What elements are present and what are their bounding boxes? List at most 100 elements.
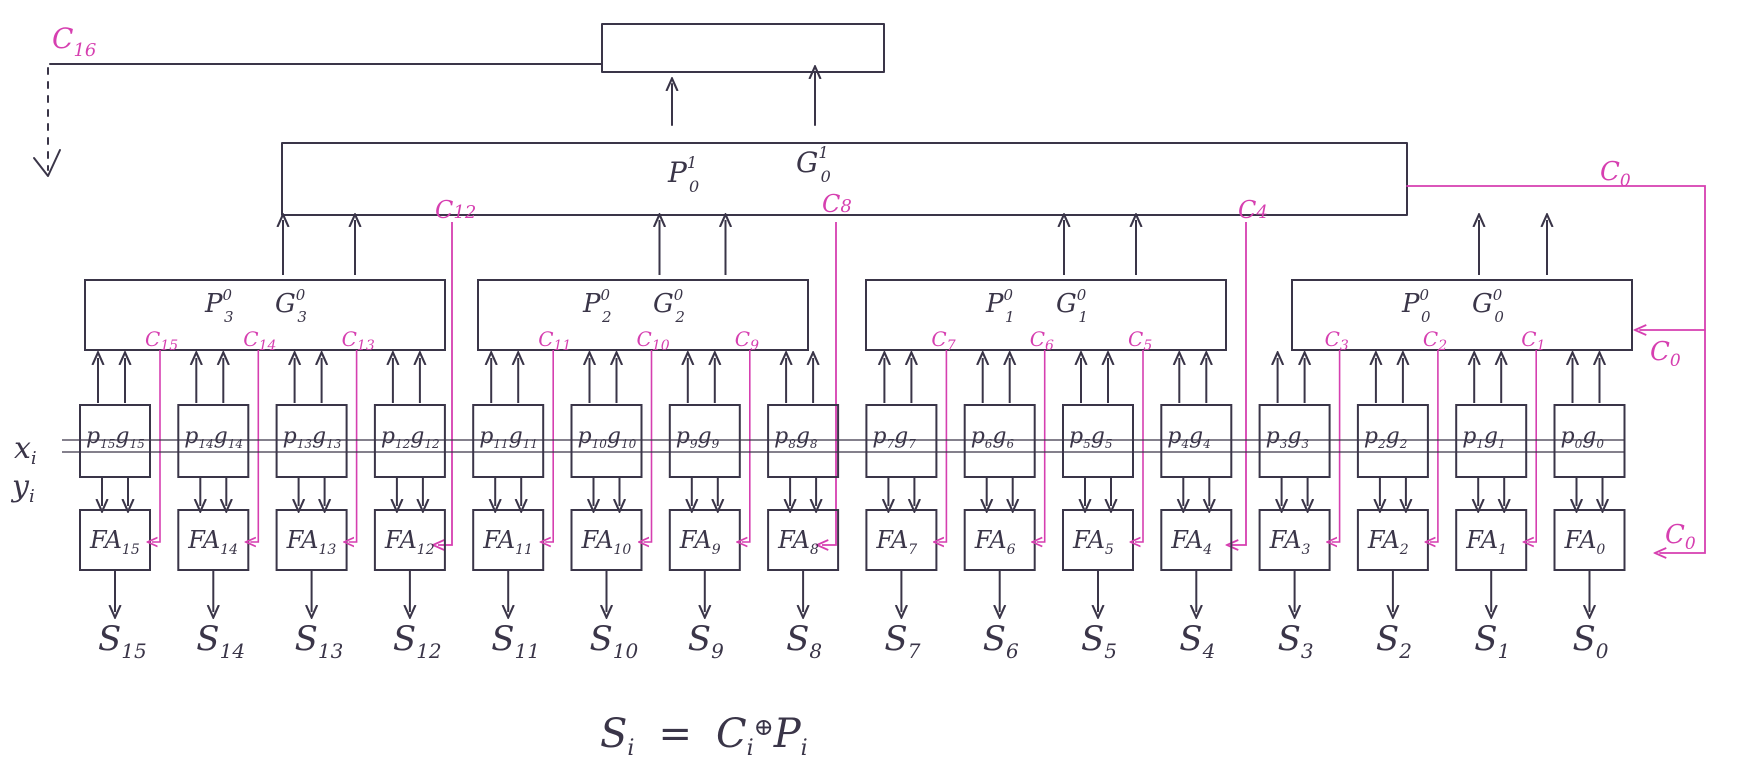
y-input-label: yi	[10, 469, 35, 507]
carry-c5-label: C5	[1128, 327, 1152, 354]
level2-lookahead-box	[281, 142, 1408, 216]
carry-c9-label: C9	[735, 327, 759, 354]
carry-c2-label: C2	[1423, 327, 1447, 354]
pg-cell-11	[472, 404, 545, 478]
pg-cell-label-5: p5g5	[1069, 424, 1112, 451]
full-adder-label-3: FA3	[1269, 526, 1311, 558]
full-adder-label-8: FA8	[777, 526, 819, 558]
carry-c11-label: C11	[538, 327, 571, 354]
pg-cell-label-2: p2g2	[1364, 424, 1407, 451]
group-carry-line-1	[822, 222, 837, 545]
carry-in-line-10	[644, 350, 653, 542]
sum-equation: Si=Ci⊕Pi	[600, 711, 808, 761]
full-adder-label-2: FA2	[1367, 526, 1409, 558]
c0-label-top: C0	[1600, 157, 1631, 191]
c12-label: C12	[435, 196, 476, 224]
pg-cell-label-7: p7g7	[872, 424, 916, 451]
pg-cell-8	[767, 404, 840, 478]
carry-in-line-1	[1528, 350, 1537, 542]
full-adder-label-6: FA6	[974, 526, 1016, 558]
pg-cell-label-0: p0g0	[1561, 424, 1605, 451]
sum-label-0: S0	[1573, 619, 1609, 663]
pg-cell-label-3: p3g3	[1266, 424, 1310, 451]
carry-in-line-11	[545, 350, 555, 542]
pg-cell-4	[1160, 404, 1233, 478]
pg-cell-0	[1553, 404, 1626, 478]
pg-cell-label-4: p4g4	[1167, 424, 1210, 451]
sum-label-7: S7	[884, 619, 920, 663]
group-carry-line-0	[438, 222, 453, 545]
group-1-lookahead-box	[865, 279, 1227, 351]
sum-label-8: S8	[786, 619, 822, 663]
group-2-lookahead-box	[477, 279, 809, 351]
pg-cell-6	[963, 404, 1036, 478]
pg-cell-label-10: p10g10	[578, 424, 637, 451]
full-adder-label-7: FA7	[875, 526, 917, 558]
x-input-label: xi	[14, 431, 37, 469]
carry-c14-label: C14	[243, 327, 276, 354]
c0-label-mid: C0	[1650, 337, 1681, 371]
group-3-lookahead-box	[84, 279, 446, 351]
full-adder-label-5: FA5	[1072, 526, 1114, 558]
carry-in-line-3	[1332, 350, 1341, 542]
c16-label: C16	[52, 22, 96, 61]
carry-in-line-13	[349, 350, 358, 542]
carry-c1-label: C1	[1521, 327, 1545, 354]
carry-c7-label: C7	[931, 327, 955, 354]
carry-in-line-2	[1430, 350, 1439, 542]
pg-cell-3	[1258, 404, 1331, 478]
pg-cell-7	[865, 404, 938, 478]
pg-cell-label-6: p6g6	[971, 424, 1015, 451]
full-adder-label-1: FA1	[1465, 526, 1507, 558]
carry-in-line-14	[250, 350, 260, 542]
bit-cells-layer: p15g15FA15S15p14g14FA14S14p13g13FA13S13p…	[62, 350, 1626, 663]
c8-label: C8	[822, 190, 852, 218]
pg-cell-label-8: p8g8	[774, 424, 818, 451]
full-adder-label-14: FA14	[187, 526, 238, 558]
carry-in-line-9	[742, 350, 751, 542]
sum-label-9: S9	[688, 619, 724, 663]
full-adder-label-9: FA9	[679, 526, 721, 558]
sum-label-1: S1	[1474, 619, 1510, 663]
carry-in-line-6	[1037, 350, 1046, 542]
pg-cell-label-14: p14g14	[184, 424, 243, 451]
pg-cell-13	[275, 404, 348, 478]
pg-cell-15	[79, 404, 151, 478]
full-adder-label-4: FA4	[1170, 526, 1212, 558]
sum-label-4: S4	[1179, 619, 1215, 663]
full-adder-label-15: FA15	[89, 526, 140, 558]
sum-label-3: S3	[1278, 619, 1314, 663]
carry-c15-label: C15	[145, 327, 178, 354]
top-logic-block	[601, 23, 885, 73]
carry-c6-label: C6	[1030, 327, 1054, 354]
full-adder-label-11: FA11	[482, 526, 533, 558]
carry-c13-label: C13	[342, 327, 375, 354]
sum-label-14: S14	[196, 619, 245, 663]
c4-label: C4	[1238, 196, 1268, 224]
sum-label-15: S15	[98, 619, 147, 663]
pg-cell-1	[1455, 404, 1528, 478]
pg-cell-label-15: p15g15	[86, 424, 145, 451]
pg-cell-label-9: p9g9	[676, 424, 720, 451]
full-adder-label-13: FA13	[286, 526, 337, 558]
pg-cell-label-12: p12g12	[381, 424, 440, 451]
sum-label-10: S10	[590, 619, 639, 663]
carry-c10-label: C10	[637, 327, 670, 354]
carry-in-line-15	[152, 350, 161, 542]
pg-cell-12	[373, 404, 446, 478]
group-carry-line-2	[1232, 222, 1247, 545]
pg-cell-9	[668, 404, 741, 478]
pg-cell-2	[1356, 404, 1429, 478]
